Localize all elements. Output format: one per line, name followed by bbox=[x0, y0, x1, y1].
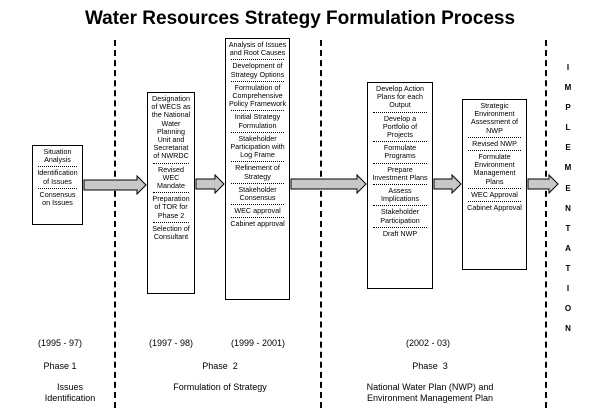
period-3: (1999 - 2001) bbox=[230, 338, 286, 348]
box-item: Strategic Environment Assessment of NWP bbox=[470, 101, 519, 135]
box-item: Designation of WECS as the National Wate… bbox=[151, 94, 191, 161]
implementation-letter: T bbox=[565, 263, 571, 273]
box-item: Stakeholder Consensus bbox=[238, 184, 277, 203]
box-item: Selection of Consultant bbox=[152, 223, 190, 242]
flow-arrow bbox=[433, 173, 462, 195]
implementation-letter: O bbox=[564, 304, 572, 314]
implementation-letter: N bbox=[565, 203, 571, 213]
period-4: (2002 - 03) bbox=[405, 338, 451, 348]
implementation-letter: M bbox=[564, 163, 572, 173]
box-separator bbox=[231, 110, 284, 112]
box-separator bbox=[231, 204, 284, 206]
divider-phase2 bbox=[320, 40, 322, 408]
box-separator bbox=[468, 187, 521, 189]
box-item: Refinement of Strategy bbox=[235, 163, 280, 181]
box-separator bbox=[373, 226, 427, 228]
period-2: (1997 - 98) bbox=[148, 338, 194, 348]
implementation-letter: I bbox=[566, 284, 570, 294]
box-item: Formulate Environment Management Plans bbox=[473, 152, 516, 186]
page-title: Water Resources Strategy Formulation Pro… bbox=[84, 8, 516, 29]
box-separator bbox=[231, 80, 284, 82]
box-separator bbox=[373, 162, 427, 164]
box-item: Develop a Portfolio of Projects bbox=[382, 113, 418, 140]
implementation-letter: I bbox=[566, 63, 570, 72]
box-item: Stakeholder Participation bbox=[380, 207, 420, 225]
box-separator bbox=[38, 187, 77, 189]
box-item: Formulate Programs bbox=[383, 143, 417, 161]
implementation-letter: P bbox=[565, 103, 571, 113]
box-separator bbox=[153, 221, 189, 223]
box-designation: Designation of WECS as the National Wate… bbox=[147, 92, 195, 294]
box-separator bbox=[468, 150, 521, 152]
box-separator bbox=[231, 59, 284, 61]
box-item: Formulation of Comprehensive Policy Fram… bbox=[228, 82, 287, 109]
box-item: Stakeholder Participation with Log Frame bbox=[230, 133, 285, 160]
box-item: Revised NWP bbox=[472, 138, 517, 148]
box-separator bbox=[153, 162, 189, 164]
box-item: Prepare Investment Plans bbox=[372, 164, 428, 182]
box-separator bbox=[468, 136, 521, 138]
divider-phase3 bbox=[545, 40, 547, 408]
box-separator bbox=[231, 217, 284, 219]
implementation-letter: A bbox=[565, 243, 571, 253]
box-item: Consensus on Issues bbox=[39, 189, 76, 208]
implementation-letter: L bbox=[565, 123, 571, 133]
box-item: Cabinet Approval bbox=[467, 203, 522, 213]
box-separator bbox=[468, 201, 521, 203]
phase-name-1: Issues Identification bbox=[44, 382, 96, 403]
phase-name-2: Formulation of Strategy bbox=[173, 382, 267, 392]
implementation-letter: M bbox=[564, 83, 572, 93]
box-environment-assessment: Strategic Environment Assessment of NWP R… bbox=[462, 99, 527, 270]
box-separator bbox=[153, 192, 189, 194]
box-item: WEC approval bbox=[234, 206, 281, 216]
box-item: Analysis of Issues and Root Causes bbox=[228, 40, 287, 58]
flow-arrow bbox=[195, 173, 225, 195]
flow-arrow bbox=[527, 173, 559, 195]
implementation-letter: T bbox=[565, 223, 571, 233]
box-separator bbox=[373, 205, 427, 207]
flow-arrow bbox=[290, 173, 367, 195]
phase-3: Phase 3 bbox=[412, 361, 448, 371]
box-separator bbox=[373, 141, 427, 143]
box-separator bbox=[38, 166, 77, 168]
period-1: (1995 - 97) bbox=[37, 338, 83, 348]
box-item: WEC Approval bbox=[471, 189, 518, 199]
box-separator bbox=[231, 161, 284, 163]
box-item: Draft NWP bbox=[382, 228, 418, 238]
box-item: Development of Strategy Options bbox=[230, 61, 285, 79]
implementation-letter: E bbox=[565, 183, 571, 193]
box-item: Situation Analysis bbox=[43, 147, 72, 165]
box-item: Identification of Issues bbox=[37, 168, 78, 186]
box-separator bbox=[373, 184, 427, 186]
box-item: Initial Strategy Formulation bbox=[234, 112, 281, 130]
box-item: Preparation of TOR for Phase 2 bbox=[152, 194, 190, 220]
box-item: Assess Implications bbox=[381, 186, 419, 204]
divider-phase1 bbox=[114, 40, 116, 408]
box-item: Cabinet approval bbox=[230, 219, 285, 229]
box-separator bbox=[231, 182, 284, 184]
implementation-letter: E bbox=[565, 143, 571, 153]
phase-1: Phase 1 bbox=[43, 361, 77, 371]
box-item: Develop Action Plans for each Output bbox=[376, 84, 424, 110]
box-separator bbox=[231, 131, 284, 133]
implementation-letter: N bbox=[565, 324, 571, 334]
box-item: Revised WEC Mandate bbox=[157, 164, 185, 191]
phase-name-3: National Water Plan (NWP) and Environmen… bbox=[366, 382, 494, 403]
phase-2: Phase 2 bbox=[202, 361, 238, 371]
box-separator bbox=[373, 111, 427, 113]
